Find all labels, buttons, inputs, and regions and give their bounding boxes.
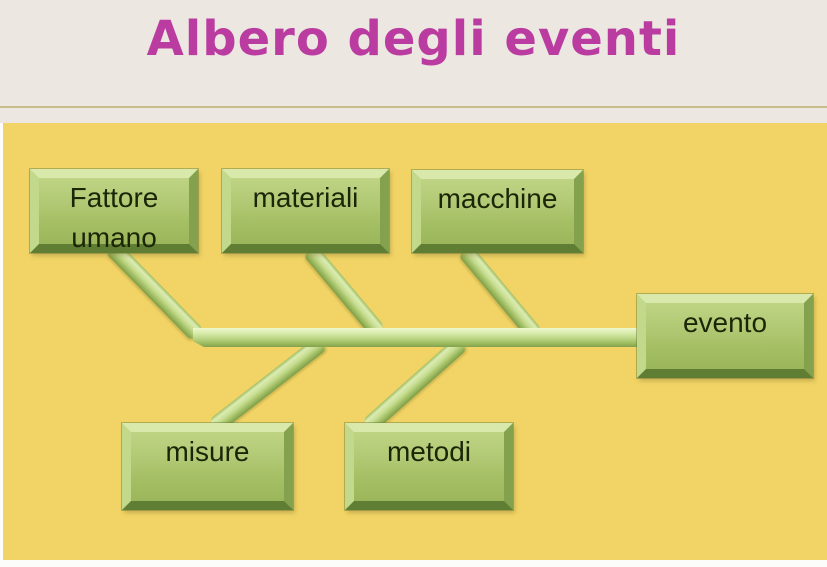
- node-fattore-umano: Fattore umano: [30, 169, 198, 253]
- node-metodi: metodi: [345, 423, 513, 510]
- node-evento: evento: [637, 294, 813, 378]
- node-label-macchine: macchine: [437, 183, 558, 214]
- node-label-evento: evento: [682, 307, 768, 338]
- node-label-fattore-umano: Fattore umano: [69, 182, 159, 253]
- node-label-misure: misure: [165, 436, 250, 467]
- node-misure: misure: [122, 423, 293, 510]
- spine-line: [193, 328, 645, 347]
- slide-header: Albero degli eventi: [0, 0, 827, 123]
- node-materiali: materiali: [222, 169, 389, 253]
- header-divider: [0, 106, 827, 108]
- node-label-metodi: metodi: [386, 436, 472, 467]
- bottom-margin: [0, 560, 827, 567]
- node-label-materiali: materiali: [252, 182, 359, 213]
- slide-title: Albero degli eventi: [146, 11, 681, 67]
- node-macchine: macchine: [412, 170, 583, 253]
